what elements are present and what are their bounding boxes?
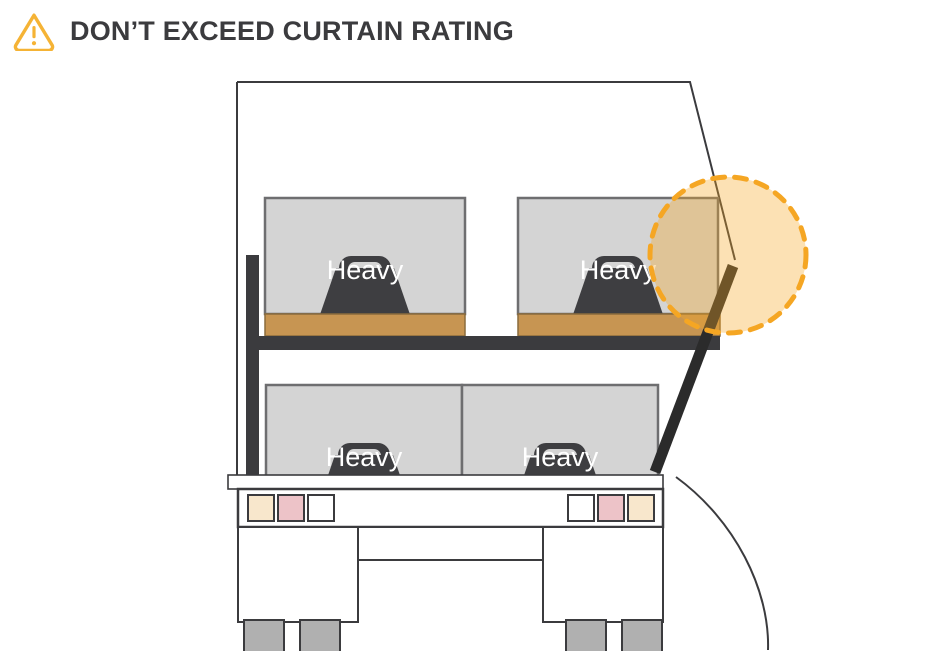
tire	[565, 619, 607, 651]
deck-swatches-left	[247, 494, 335, 522]
curtain-strap-pole	[649, 264, 739, 474]
deck-top-rail	[227, 474, 664, 490]
curtain-overload-highlight-circle	[647, 174, 809, 336]
wheel-well-right	[542, 526, 664, 623]
tires	[243, 619, 663, 651]
tire	[243, 619, 285, 651]
crate-label: Heavy	[327, 255, 404, 285]
mid-beam	[253, 336, 720, 350]
crate-label: Heavy	[326, 442, 403, 472]
deck-swatch-white	[307, 494, 335, 522]
wheel-well-left	[237, 526, 359, 623]
tire	[299, 619, 341, 651]
page-title: DON’T EXCEED CURTAIN RATING	[70, 15, 514, 46]
crate-upper-left: Heavy	[263, 196, 467, 337]
deck-swatch-cream	[247, 494, 275, 522]
upper-load-row: Heavy Heavy	[263, 196, 721, 337]
deck-swatch-pink	[277, 494, 305, 522]
crate-label: Heavy	[522, 442, 599, 472]
trailer-deck	[227, 474, 665, 623]
trailer-frame-outline	[236, 81, 736, 475]
deck-swatch-pink	[597, 494, 625, 522]
deck-swatch-cream	[627, 494, 655, 522]
hanging-curtain-curve	[675, 476, 770, 651]
highlight-dashed-border	[647, 174, 809, 336]
crate-upper-right: Heavy	[516, 196, 721, 337]
deck-swatch-white	[567, 494, 595, 522]
trailer-illustration: Heavy Heavy Heavy	[227, 81, 809, 651]
tire	[621, 619, 663, 651]
deck-swatches-right	[567, 494, 655, 522]
warning-triangle-icon	[13, 13, 55, 51]
pallet-upper-left	[264, 313, 466, 337]
crate-label: Heavy	[580, 255, 657, 285]
left-vertical-post	[246, 255, 259, 475]
warning-header: DON’T EXCEED CURTAIN RATING	[0, 0, 935, 62]
deck-beam-assembly	[246, 255, 720, 475]
